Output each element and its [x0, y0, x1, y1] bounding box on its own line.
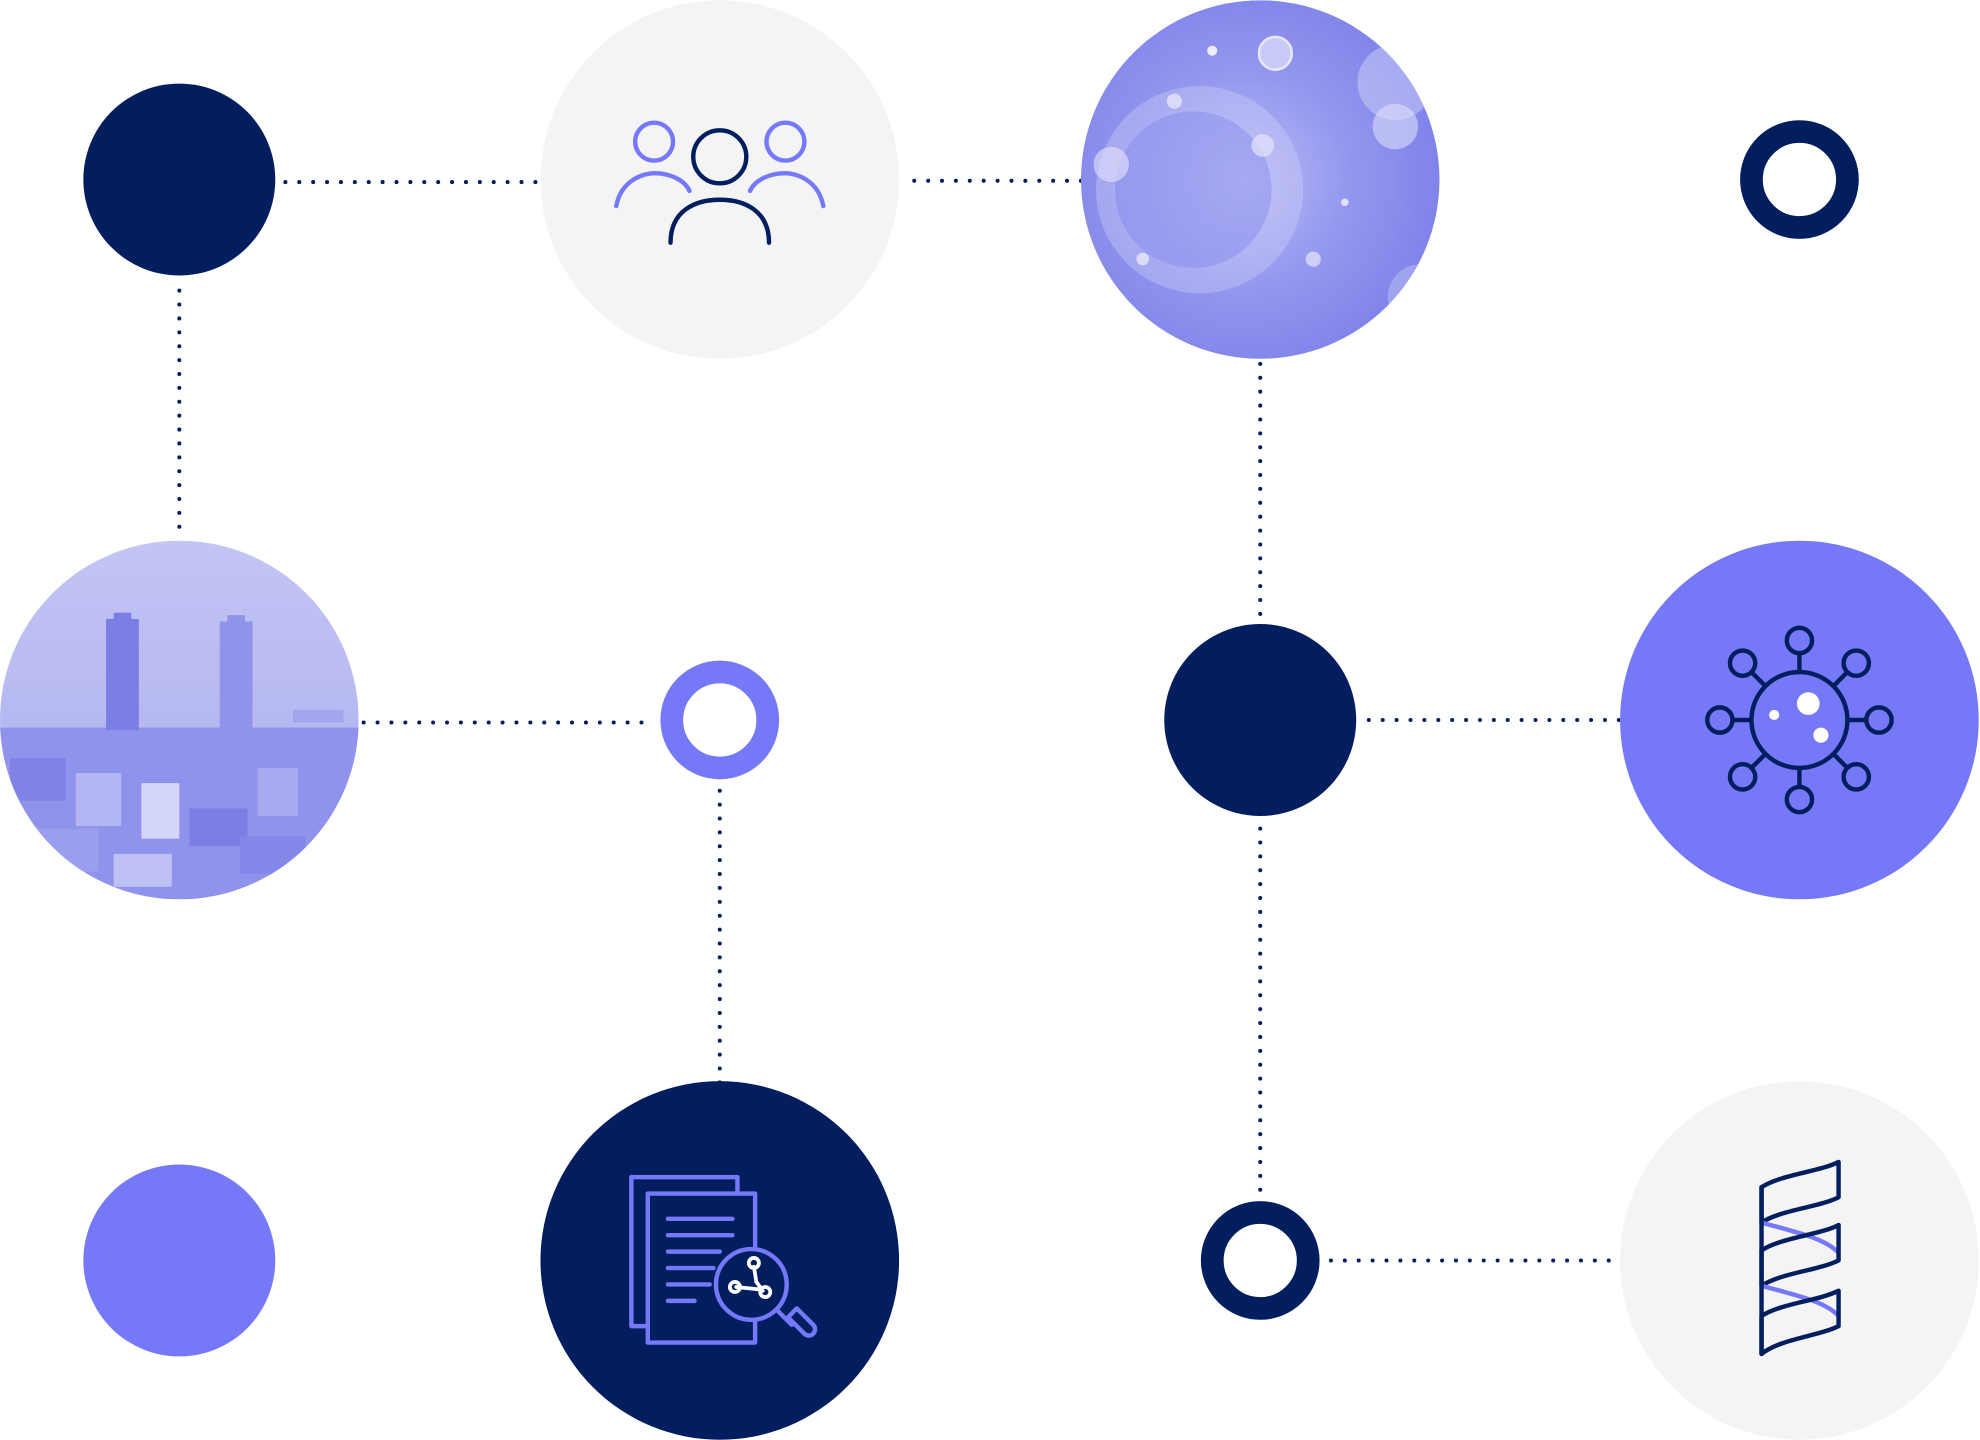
- connector-lines: [177, 178, 1624, 1263]
- network-graph-mini-icon: [727, 1256, 773, 1299]
- navy-ring-bottom: [1200, 1201, 1320, 1320]
- virus-icon-spot: [1769, 709, 1780, 720]
- periwinkle-dot-bottom-left: [83, 1164, 276, 1357]
- virus-icon-spot: [1813, 727, 1829, 743]
- dna-helix-icon: [1759, 1159, 1841, 1357]
- virus-icon: [1705, 625, 1894, 815]
- document-analysis-icon: [629, 1174, 818, 1345]
- people-group-icon: [614, 120, 826, 245]
- periwinkle-ring-middle: [660, 660, 780, 780]
- dna-node: [1620, 1081, 1979, 1440]
- navy-dot-center: [1164, 624, 1357, 816]
- document-analysis-node: [540, 1081, 900, 1440]
- city-photo-node: [0, 540, 359, 900]
- team-node: [540, 0, 900, 359]
- navy-ring-top-right: [1740, 120, 1859, 239]
- navy-dot-top-left: [83, 83, 276, 276]
- virus-icon-spot: [1796, 692, 1820, 715]
- virus-photo-node: [1080, 0, 1440, 359]
- virus-icon-node: [1620, 540, 1979, 900]
